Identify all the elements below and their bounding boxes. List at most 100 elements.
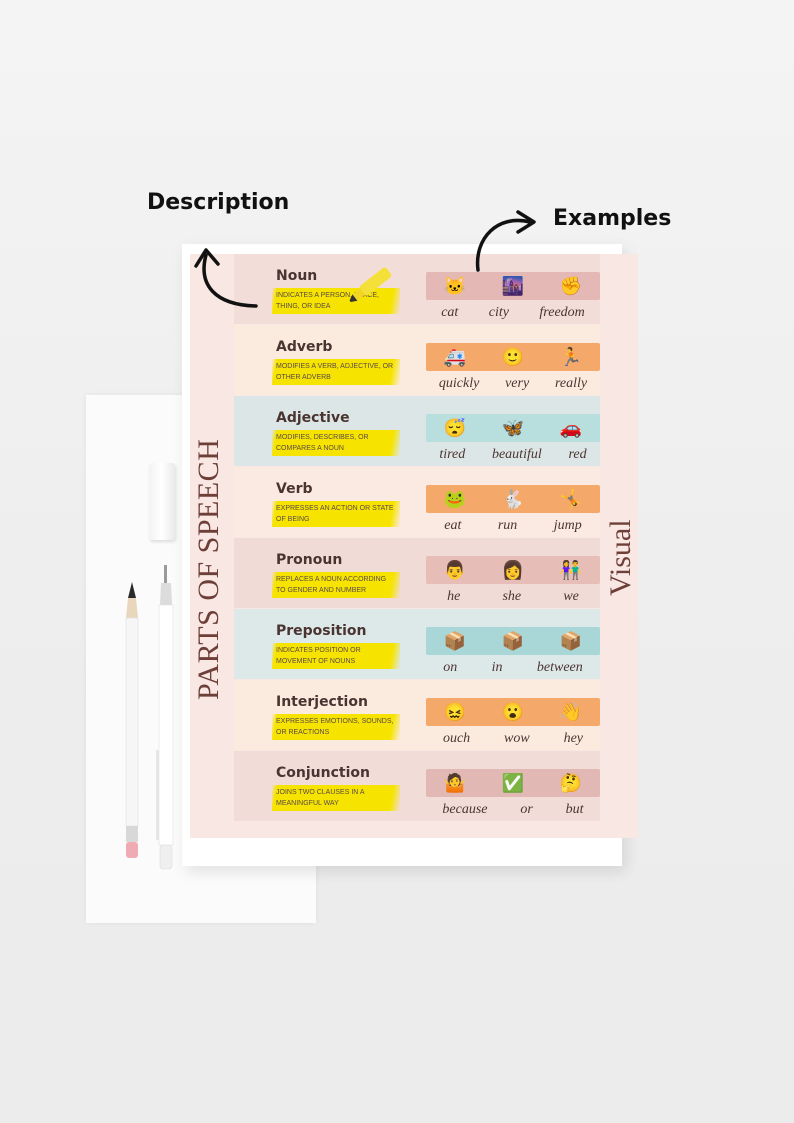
example-word: but [565,802,584,817]
ambulance-icon: 🚑 [443,347,467,367]
box-between-icon: 📦 [559,631,583,651]
example-icon-strip: 📦 📦 📦 [426,627,600,655]
example-word: or [520,802,533,817]
yes-no-icon: ✅ [501,773,525,793]
term-label: Verb [276,481,313,497]
example-words: he she we [426,589,600,605]
pencil [125,582,139,858]
example-words: eat run jump [426,518,600,534]
term-label: Preposition [276,623,367,639]
term-description: Modifies a verb, adjective, or other adv… [272,359,400,385]
term-label: Adverb [276,339,333,355]
example-word: run [497,518,518,533]
example-word: city [488,305,509,320]
box-on-icon: 📦 [443,631,467,651]
example-icon-strip: 🤷 ✅ 🤔 [426,769,600,797]
speech-row-pronoun: PronounReplaces a noun according to gend… [234,538,600,608]
car-icon: 🚗 [559,418,583,438]
city-icon: 🌆 [501,276,525,296]
term-label: Conjunction [276,765,370,781]
term-label: Adjective [276,410,350,426]
wow-icon: 😮 [501,702,525,722]
term-label: Interjection [276,694,368,710]
example-icon-strip: 😖 😮 👋 [426,698,600,726]
term-label: Noun [276,268,318,284]
example-word: eat [444,518,462,533]
example-words: because or but [426,802,600,818]
example-icon-strip: 👨 👩 👫 [426,556,600,584]
speech-row-noun: NounIndicates a person, place, thing, or… [234,254,600,324]
freedom-icon: ✊ [559,276,583,296]
example-word: beautiful [491,447,542,462]
examples-callout-label: Examples [553,206,672,231]
example-words: tired beautiful red [426,447,600,463]
hey-icon: 👋 [559,702,583,722]
speech-row-verb: VerbExpresses an action or state of bein… [234,467,600,537]
woman-icon: 👩 [501,560,525,580]
term-description: Modifies, describes, or compares a noun [272,430,400,456]
runner-icon: 🏃 [559,347,583,367]
speech-row-preposition: PrepositionIndicates position or movemen… [234,609,600,679]
example-word: really [554,376,588,391]
example-word: he [447,589,461,604]
speech-row-adverb: AdverbModifies a verb, adjective, or oth… [234,325,600,395]
couple-icon: 👫 [559,560,583,580]
example-word: red [568,447,587,462]
sleepy-creature-icon: 😴 [443,418,467,438]
because-icon: 🤷 [443,773,467,793]
example-word: ouch [442,731,471,746]
running-animal-icon: 🐇 [501,489,525,509]
example-word: in [491,660,503,675]
examples-arrow [475,218,532,272]
example-word: between [536,660,583,675]
example-word: hey [563,731,584,746]
example-word: she [502,589,522,604]
butterfly-icon: 🦋 [501,418,525,438]
frog-icon: 🐸 [443,489,467,509]
term-description: Expresses an action or state of being [272,501,400,527]
description-arrow [202,253,258,308]
parts-of-speech-rows: NounIndicates a person, place, thing, or… [234,254,600,821]
term-description: Indicates position or movement of nouns [272,643,400,669]
term-label: Pronoun [276,552,343,568]
but-icon: 🤔 [559,773,583,793]
cat-icon: 🐱 [443,276,467,296]
term-description: Expresses emotions, sounds, or reactions [272,714,400,740]
term-description: Indicates a person, place, thing, or ide… [272,288,400,314]
description-arrowhead [194,248,220,268]
term-description: Joins two clauses in a meaningful way [272,785,400,811]
example-word: on [443,660,458,675]
example-word: freedom [539,305,585,320]
example-word: jump [553,518,582,533]
example-word: because [442,802,488,817]
mechanical-pen [156,565,174,870]
examples-arrowhead [516,210,536,234]
example-icon-strip: 🐱 🌆 ✊ [426,272,600,300]
example-words: ouch wow hey [426,731,600,747]
example-words: cat city freedom [426,305,600,321]
example-word: cat [441,305,459,320]
example-word: tired [439,447,466,462]
box-in-icon: 📦 [501,631,525,651]
term-description: Replaces a noun according to gender and … [272,572,400,598]
example-word: very [505,376,530,391]
example-words: quickly very really [426,376,600,392]
ouch-icon: 😖 [443,702,467,722]
speech-row-interjection: InterjectionExpresses emotions, sounds, … [234,680,600,750]
highlighter-icon [349,267,392,303]
example-word: quickly [438,376,480,391]
example-words: on in between [426,660,600,676]
speech-row-conjunction: ConjunctionJoins two clauses in a meanin… [234,751,600,821]
speech-row-adjective: AdjectiveModifies, describes, or compare… [234,396,600,466]
man-icon: 👨 [443,560,467,580]
description-callout-label: Description [147,190,290,215]
example-word: we [563,589,579,604]
eraser [149,463,175,540]
example-icon-strip: 😴 🦋 🚗 [426,414,600,442]
example-icon-strip: 🐸 🐇 🤸 [426,485,600,513]
character-icon: 🙂 [501,347,525,367]
example-word: wow [504,731,530,746]
jumping-animal-icon: 🤸 [559,489,583,509]
example-icon-strip: 🚑 🙂 🏃 [426,343,600,371]
